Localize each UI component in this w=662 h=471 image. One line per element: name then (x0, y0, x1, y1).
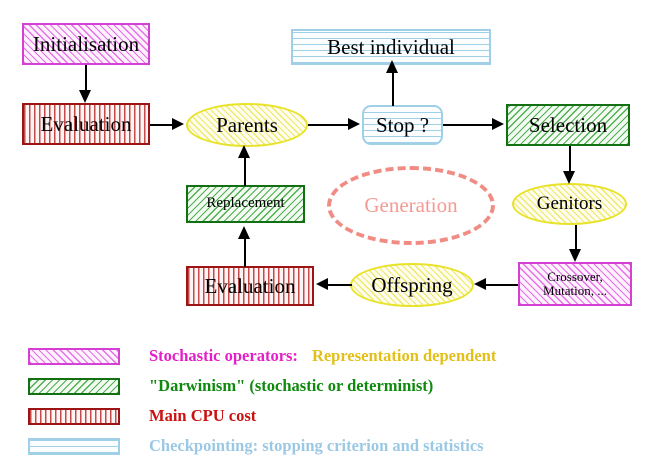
edge-stop-selection-arrow (492, 118, 504, 130)
legend-label-representation-dependent: Representation dependent (311, 346, 497, 365)
node-genitors-label: Genitors (536, 193, 603, 215)
node-evaluation-bottom[interactable]: Evaluation (186, 266, 314, 306)
node-stop[interactable]: Stop ? (362, 105, 443, 145)
legend-swatch-magenta-diagonal-hatch (28, 347, 120, 365)
node-replacement[interactable]: Replacement (186, 185, 305, 223)
edge-genitors-crossover-line (575, 225, 577, 251)
edge-evaluation-replacement-arrow (238, 226, 250, 239)
node-selection[interactable]: Selection (506, 104, 630, 146)
node-evaluation-top[interactable]: Evaluation (22, 103, 150, 145)
legend-label-checkpointing: Checkpointing: stopping criterion and st… (149, 436, 484, 455)
edge-offspring-evaluation-line (326, 284, 352, 286)
node-parents[interactable]: Parents (186, 103, 308, 147)
node-generation: Generation (327, 166, 495, 245)
node-generation-label: Generation (364, 193, 458, 218)
legend-row-stochastic: Stochastic operators: Representation depe… (28, 345, 496, 367)
edge-crossover-offspring-arrow (474, 278, 486, 290)
edge-evaluation-parents-line (150, 124, 174, 126)
node-offspring[interactable]: Offspring (350, 263, 474, 307)
edge-initialisation-evaluation-arrow (79, 90, 91, 103)
legend-swatch-blue-horizontal-hatch (28, 437, 120, 455)
node-crossover-mutation[interactable]: Crossover, Mutation, ... (518, 262, 632, 306)
legend-row-cpu-cost: Main CPU cost (28, 405, 256, 427)
edge-parents-stop-arrow (348, 118, 360, 130)
edge-crossover-offspring-line (484, 284, 518, 286)
node-genitors[interactable]: Genitors (512, 183, 627, 225)
edge-stop-best-arrow (386, 60, 398, 73)
legend-row-checkpointing: Checkpointing: stopping criterion and st… (28, 435, 484, 457)
node-offspring-label: Offspring (371, 272, 453, 297)
edge-stop-best-line (392, 70, 394, 106)
edge-evaluation-replacement-line (244, 236, 246, 267)
edge-selection-genitors-arrow (563, 171, 575, 184)
legend-swatch-green-diagonal-hatch (28, 377, 120, 395)
edge-offspring-evaluation-arrow (316, 278, 328, 290)
edge-replacement-parents-arrow (238, 145, 250, 158)
node-evaluation-top-label: Evaluation (40, 111, 132, 136)
legend-swatch-red-vertical-hatch (28, 407, 120, 425)
legend: Stochastic operators: Representation depe… (0, 336, 662, 456)
legend-label-darwinism: "Darwinism" (stochastic or determinist) (149, 376, 434, 395)
node-initialisation[interactable]: Initialisation (22, 23, 150, 65)
edge-genitors-crossover-arrow (569, 249, 581, 262)
node-stop-label: Stop ? (375, 112, 430, 137)
edge-parents-stop-line (308, 124, 350, 126)
node-parents-label: Parents (216, 112, 278, 137)
node-replacement-label: Replacement (206, 195, 285, 212)
edge-selection-genitors-line (569, 146, 571, 174)
node-best-individual-label: Best individual (327, 34, 455, 59)
edge-evaluation-parents-arrow (172, 118, 184, 130)
legend-label-cpu-cost: Main CPU cost (149, 406, 257, 425)
node-crossover-label-line2: Mutation, ... (543, 283, 607, 298)
node-initialisation-label: Initialisation (32, 31, 140, 56)
edge-replacement-parents-line (244, 156, 246, 186)
legend-label-stochastic-group: Stochastic operators: Representation depe… (149, 346, 496, 366)
node-selection-label: Selection (528, 112, 608, 137)
node-best-individual[interactable]: Best individual (291, 29, 491, 65)
edge-stop-selection-line (443, 124, 495, 126)
edge-initialisation-evaluation-line (85, 65, 87, 93)
node-crossover-label-line1: Crossover, (547, 269, 603, 285)
node-evaluation-bottom-label: Evaluation (204, 273, 296, 298)
legend-label-stochastic: Stochastic operators: (149, 346, 298, 365)
legend-row-darwinism: "Darwinism" (stochastic or determinist) (28, 375, 433, 397)
